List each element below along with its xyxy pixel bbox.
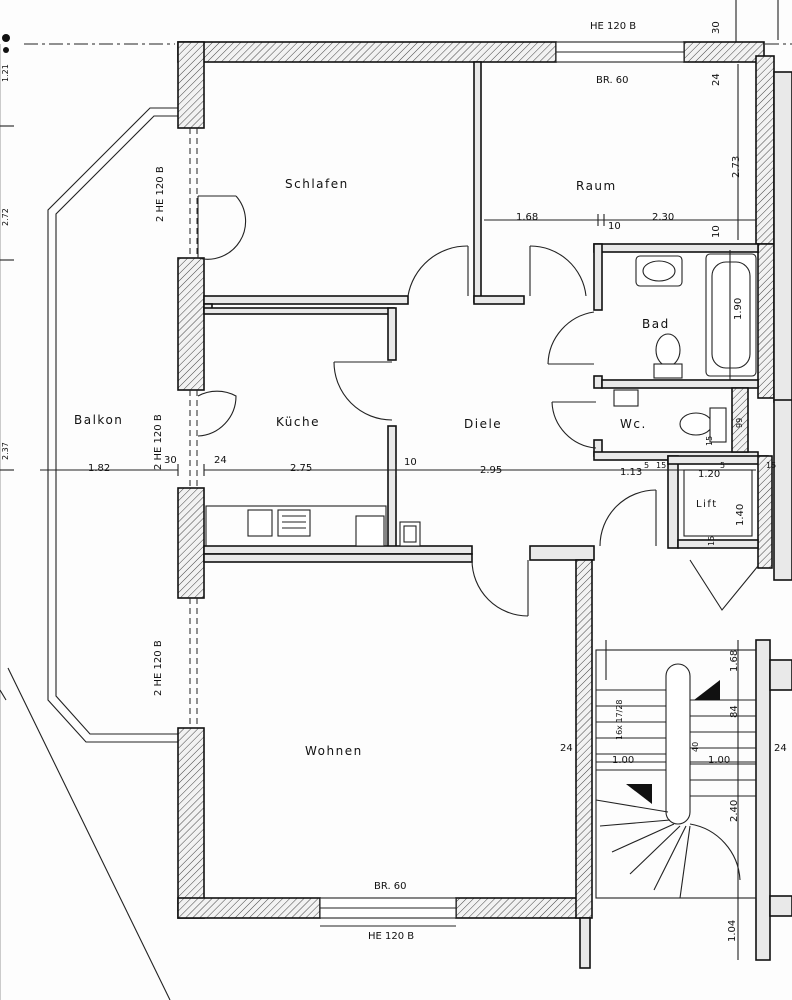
room-label-wc: Wc. [620, 417, 647, 431]
dim-raum-wall: 10 [608, 221, 621, 232]
interior-walls [203, 61, 792, 969]
dim-stair-100a: 1.00 [612, 755, 635, 766]
dim-stair-24: 24 [560, 743, 573, 754]
dim-bath-190: 1.90 [733, 297, 744, 320]
dim-edge-272: 2.72 [1, 208, 10, 226]
room-label-raum: Raum [576, 179, 617, 193]
dimension-ticks [177, 214, 605, 476]
dim-left-beam-2: 2 HE 120 B [153, 414, 164, 470]
dim-lift-15: 15 [656, 461, 667, 470]
room-label-balkon: Balkon [74, 413, 124, 427]
dim-edge-237: 2.37 [1, 442, 10, 460]
dim-diele-width: 2.95 [480, 465, 503, 476]
dim-kueche-24: 24 [214, 455, 227, 466]
dim-wc-99: 99 [735, 417, 744, 428]
diagonal-line [7, 667, 171, 1000]
dim-lift-140: 1.40 [735, 503, 746, 526]
dim-raum-width-b: 2.30 [652, 212, 675, 223]
left-edge-ticks [0, 34, 14, 1000]
dim-left-beam-1: 2 HE 120 B [155, 166, 166, 222]
dim-stair-104: 1.04 [727, 919, 738, 942]
dim-bottom-br: BR. 60 [374, 881, 407, 892]
doors [197, 195, 759, 617]
dim-stair-168: 1.68 [729, 649, 740, 672]
room-label-diele: Diele [464, 417, 503, 431]
room-label-kueche: Küche [276, 415, 320, 429]
dim-raum-width-a: 1.68 [516, 212, 539, 223]
left-beam-dashes [189, 128, 198, 728]
dim-lift-15b: 15 [707, 535, 716, 546]
dim-stair-240: 2.40 [729, 799, 740, 822]
dim-lift-120: 1.20 [698, 469, 721, 480]
dim-raum-wall-2: 10 [711, 225, 722, 238]
fixtures [205, 253, 757, 547]
dim-raum-height: 2.73 [731, 155, 742, 178]
dim-lift-113: 1.13 [620, 467, 643, 478]
dim-top-thickness: 30 [711, 21, 722, 34]
room-label-lift: Lift [696, 499, 718, 510]
dim-stair-100b: 1.00 [708, 755, 731, 766]
room-label-schlafen: Schlafen [285, 177, 349, 191]
outer-walls [177, 41, 792, 919]
stairs [595, 640, 757, 899]
dim-stair-24b: 24 [774, 743, 787, 754]
dimension-lines [40, 64, 756, 960]
dim-bottom-beam: HE 120 B [368, 931, 415, 942]
dim-stair-84: 84 [729, 705, 740, 718]
dim-top-beam: HE 120 B [590, 21, 637, 32]
dim-edge-121: 1.21 [1, 64, 10, 82]
dim-balkon-182: 1.82 [88, 463, 111, 474]
dim-stair-40: 40 [691, 741, 700, 752]
dim-stair-steps: 16x 17/28 [615, 699, 624, 740]
dim-left-beam-3: 2 HE 120 B [153, 640, 164, 696]
balkon-outline [47, 107, 180, 743]
dim-lift-15c: 15 [766, 461, 777, 470]
room-label-wohnen: Wohnen [305, 744, 363, 758]
dim-wc-15: 15 [705, 435, 714, 446]
room-label-bad: Bad [642, 317, 670, 331]
dim-balkon-30: 30 [164, 455, 177, 466]
dim-lift-5b: 5 [720, 461, 726, 470]
dim-lift-5: 5 [644, 461, 650, 470]
dim-kueche-width: 2.75 [290, 463, 313, 474]
dim-top-right-24: 24 [711, 73, 722, 86]
dim-top-br: BR. 60 [596, 75, 629, 86]
dim-diele-wall: 10 [404, 457, 417, 468]
